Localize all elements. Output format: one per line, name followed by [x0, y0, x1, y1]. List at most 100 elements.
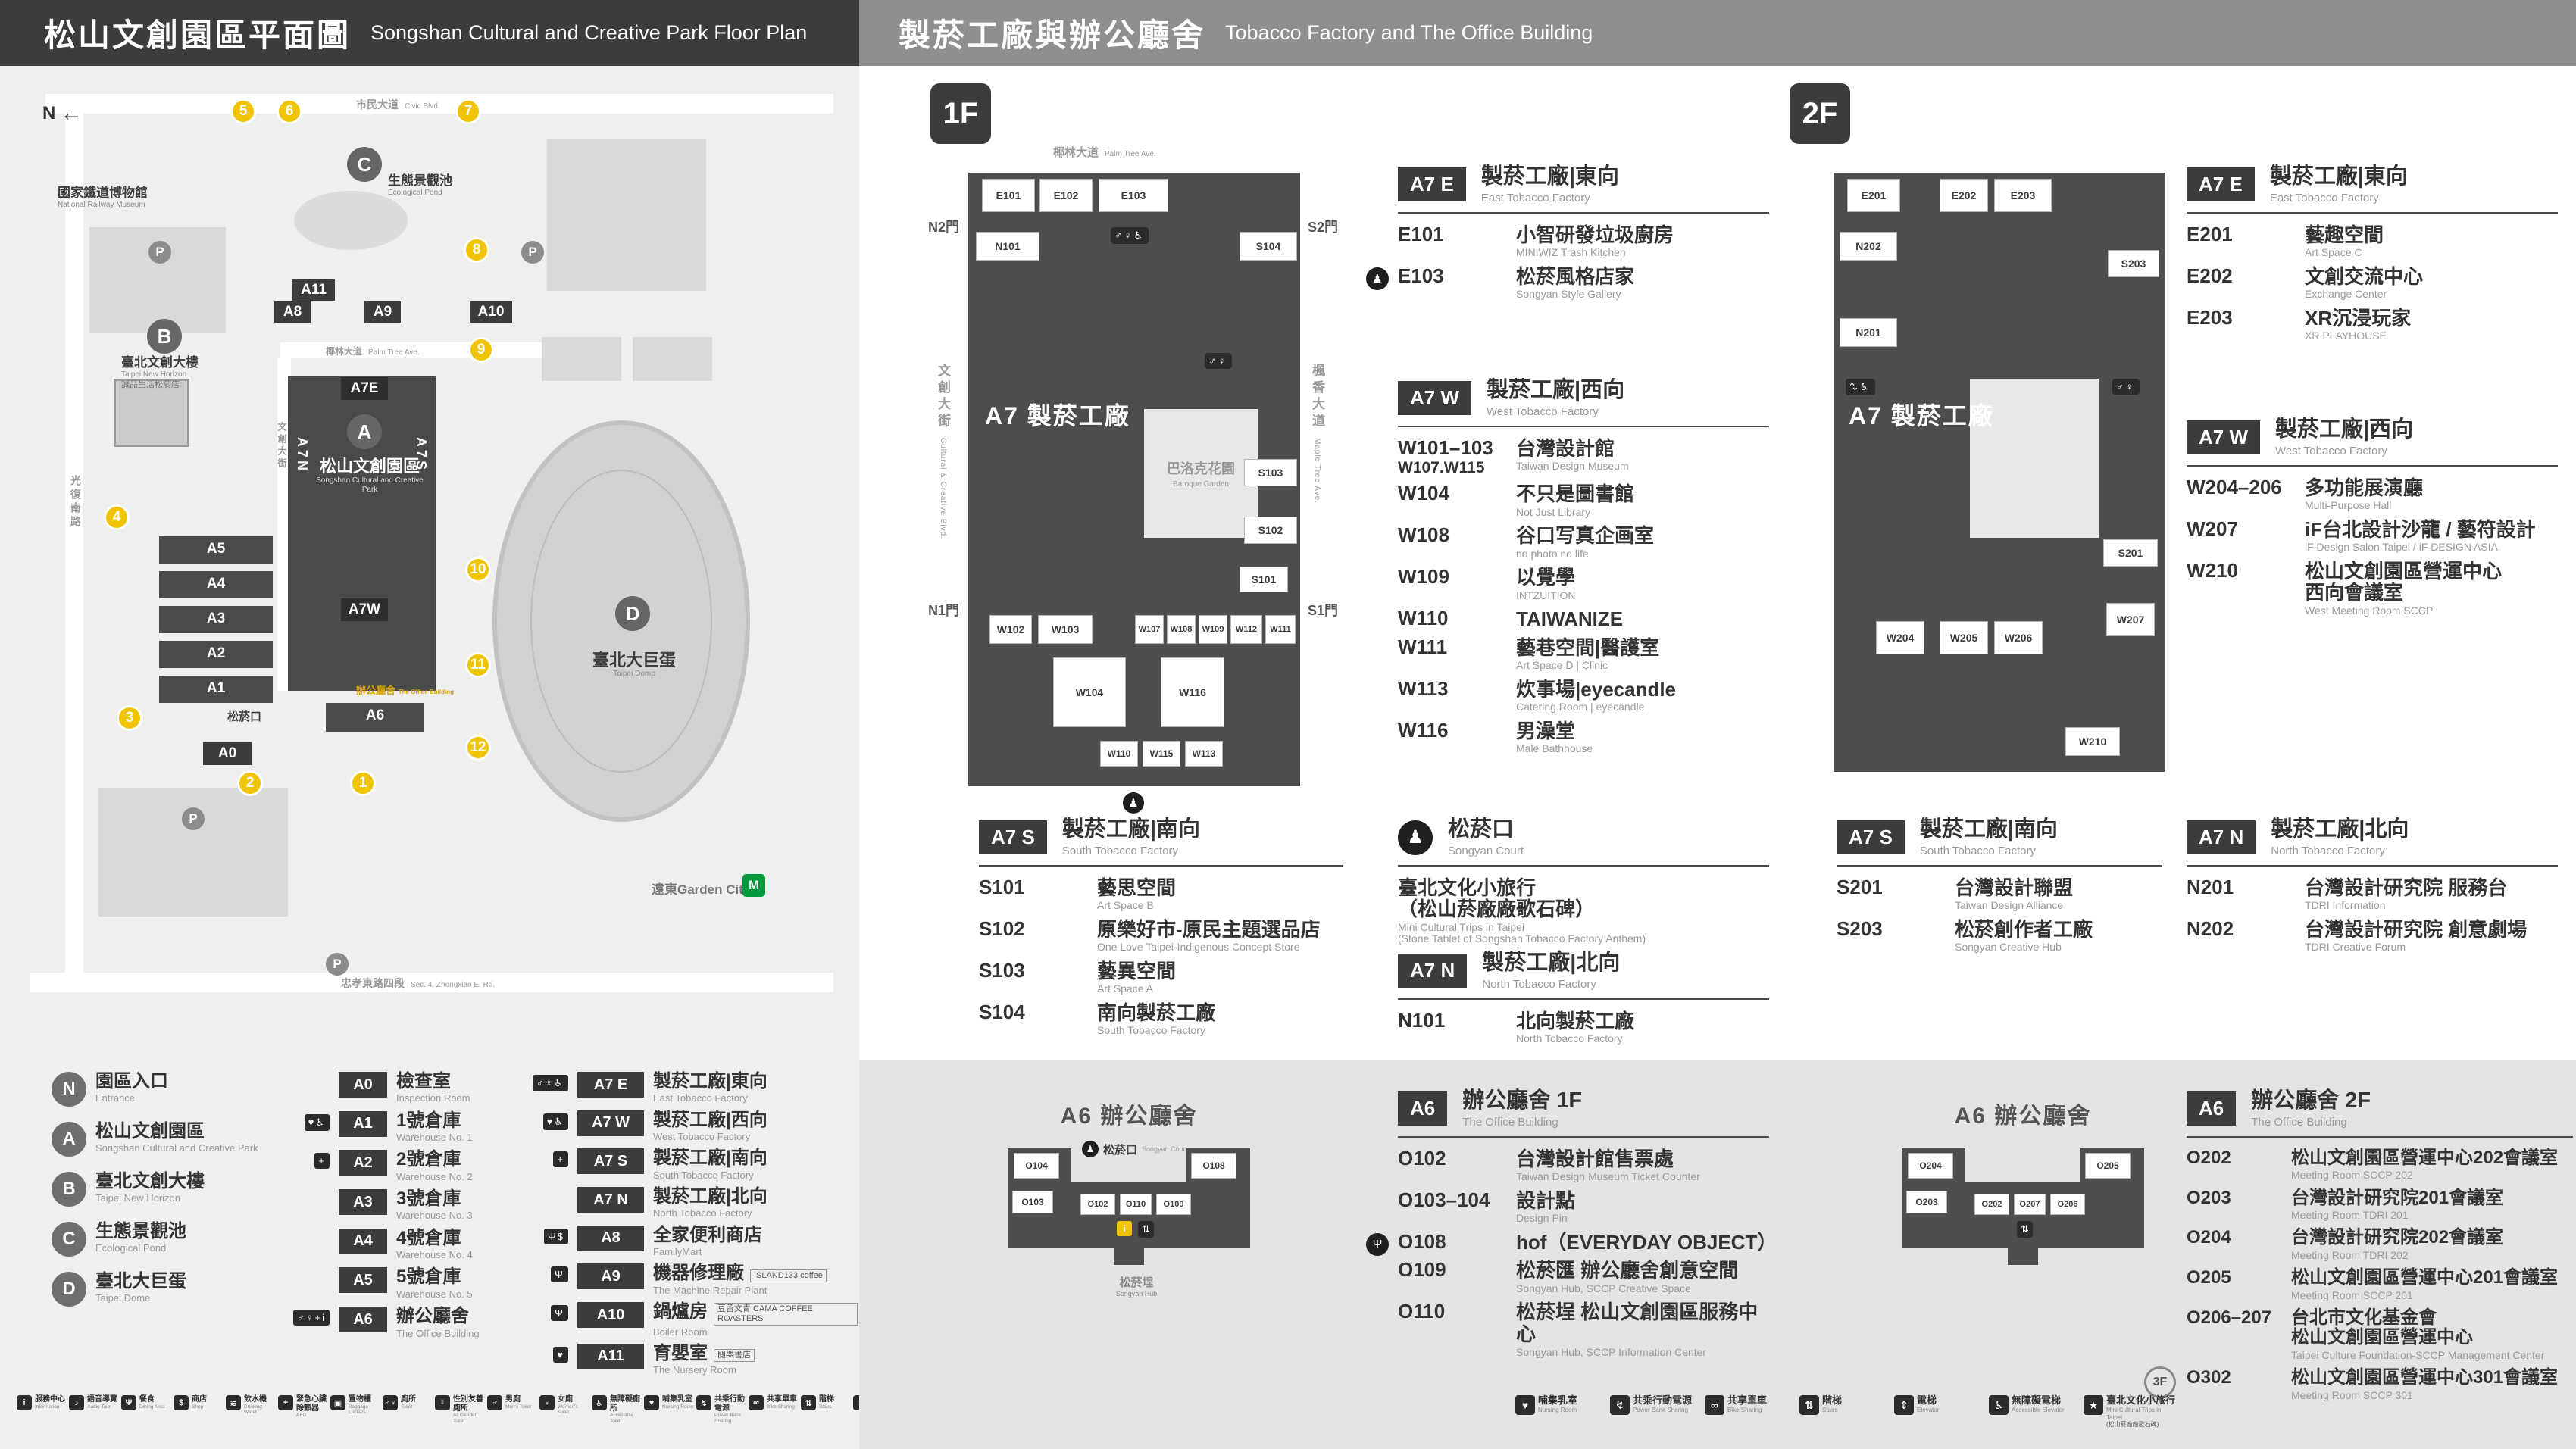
- legend-building-text: 育嬰室閱樂書店 The Nursery Room: [653, 1343, 755, 1376]
- facility-icon: i: [17, 1395, 32, 1410]
- legend-building-text: 製菸工廠|南向 South Tobacco Factory: [653, 1148, 767, 1181]
- facility-labels: 飲水機 Drinking Water: [244, 1395, 267, 1416]
- plan2f-room-n201: N201: [1840, 318, 1897, 347]
- facility-labels: 性別友善廁所 All Gender Toilet: [453, 1395, 483, 1424]
- parking-icon: P: [182, 807, 205, 830]
- plan1f-room-s102: S102: [1244, 517, 1297, 544]
- room-row: ♟ E103 松菸風格店家 Songyan Style Gallery: [1366, 265, 1769, 301]
- facility-item: ⇅ 階梯 Stairs: [801, 1395, 851, 1410]
- facility-icon: ★: [2084, 1395, 2103, 1415]
- room-name: 不只是圖書館 Not Just Library: [1516, 482, 1635, 518]
- plan2f-room-w205: W205: [1940, 621, 1988, 654]
- legend-building-row: A4 4號倉庫 Warehouse No. 4: [270, 1227, 480, 1261]
- facility-labels: 廁所 Toilet: [401, 1395, 416, 1410]
- legend-building-row: A3 3號倉庫 Warehouse No. 3: [270, 1188, 480, 1222]
- room-facility-icon: ♟: [1366, 267, 1389, 290]
- legend-place-text: 園區入口 Entrance: [95, 1071, 168, 1104]
- facility-icon: ⇅: [801, 1395, 816, 1410]
- room-code: W104: [1398, 482, 1449, 505]
- room-row: W210 松山文創園區營運中心 西向會議室 West Meeting Room …: [2187, 560, 2558, 617]
- plan1f-building-title: A7 製菸工廠: [985, 402, 1130, 429]
- walking-person-icon: ♟: [1082, 1141, 1099, 1157]
- map-entrance-7: 7: [455, 98, 481, 124]
- place-circle-c: C: [347, 147, 382, 182]
- plan1f-songyan-court-icon: ♟: [1123, 792, 1144, 814]
- legend-place-row: C 生態景觀池 Ecological Pond: [52, 1221, 258, 1257]
- facility-labels: 無障礙電梯 Accessible Elevator: [2012, 1394, 2065, 1413]
- legend-building-badge: A5: [339, 1267, 387, 1294]
- road-palm-ave: [280, 342, 599, 358]
- facility-item: ↯ 共乘行動電源 Power Bank Sharing: [696, 1395, 746, 1425]
- facility-item: ♂ 男廁 Men's Toilet: [487, 1395, 537, 1410]
- legend-facility-icons: ♥♿: [304, 1113, 330, 1131]
- room-code: W110: [1398, 607, 1449, 630]
- legend-building-text: 4號倉庫 Warehouse No. 4: [396, 1227, 473, 1261]
- legend-place-badge: B: [52, 1172, 86, 1207]
- office1f-room-o104: O104: [1014, 1153, 1059, 1179]
- warehouse-a3: [159, 606, 273, 633]
- room-name: 台灣設計館售票處 Taiwan Design Museum Ticket Cou…: [1516, 1147, 1700, 1183]
- facility-item: i 服務中心 Information: [17, 1395, 67, 1410]
- place-circle-b: B: [147, 319, 182, 354]
- road-civic-blvd: [45, 94, 833, 114]
- facility-labels: 共乘行動電源 Power Bank Sharing: [1633, 1394, 1693, 1413]
- room-code: W207: [2187, 517, 2238, 540]
- facility-labels: 哺集乳室 Nursing Room: [662, 1395, 694, 1410]
- facility-labels: 共乘行動電源 Power Bank Sharing: [714, 1395, 745, 1424]
- room-code: W111: [1398, 635, 1448, 658]
- plan1f-room-w104: W104: [1053, 657, 1126, 727]
- legend-building-text: 鍋爐房豆留文青 CAMA COFFEE ROASTERS Boiler Room: [653, 1301, 858, 1338]
- room-name: 文創交流中心 Exchange Center: [2305, 264, 2424, 301]
- room-name: 原樂好市-原民主題選品店 One Love Taipei-Indigenous …: [1097, 917, 1321, 954]
- legend-building-badge: A1: [339, 1110, 387, 1137]
- plan1f-toilet-icons-right: ♂♀: [1205, 353, 1232, 369]
- songyan-court-label: 松菸口: [227, 710, 262, 723]
- legend-building-text: 檢查室 Inspection Room: [396, 1071, 470, 1104]
- room-name: 谷口写真企画室 no photo no life: [1516, 524, 1655, 560]
- legend-place-badge: N: [52, 1072, 86, 1107]
- map-tag-a7s: A7S: [414, 437, 429, 473]
- office1f-stub: [1114, 1248, 1144, 1265]
- plan1f-gate-s1: S1門: [1308, 603, 1339, 618]
- legend-icons-slot: ♥♿: [270, 1111, 330, 1131]
- room-row: S104 南向製菸工廠 South Tobacco Factory: [979, 1001, 1343, 1037]
- room-row: W116 男澡堂 Male Bathhouse: [1398, 720, 1769, 755]
- court-row: 臺北文化小旅行 （松山菸廠廠歌石碑） Mini Cultural Trips i…: [1398, 877, 1769, 945]
- map-entrance-2: 2: [237, 770, 263, 796]
- room-code: O102: [1398, 1146, 1446, 1170]
- plan1f-room-e101: E101: [982, 179, 1035, 212]
- legend-icons-slot: Ψ: [509, 1302, 568, 1322]
- room-code: E202: [2187, 264, 2233, 287]
- room-row: S103 藝異空間 Art Space A: [979, 960, 1343, 995]
- room-name: 台灣設計聯盟 Taiwan Design Alliance: [1955, 876, 2074, 912]
- legend-building-badge: A4: [339, 1228, 387, 1254]
- legend-place-badge: A: [52, 1122, 86, 1157]
- map-tag-a4: A4: [206, 576, 226, 592]
- legend-place-row: B 臺北文創大樓 Taipei New Horizon: [52, 1171, 258, 1207]
- parking-icon: P: [326, 953, 349, 976]
- room-name: 多功能展演廳 Multi-Purpose Hall: [2305, 476, 2424, 512]
- room-row: Ψ O108 hof（EVERYDAY OBJECT）: [1366, 1231, 1777, 1256]
- legend-facility-icons: ♂♀♿: [532, 1075, 568, 1091]
- street-guangfu: 光復南路: [70, 475, 82, 529]
- room-code: W204–206: [2187, 475, 2282, 498]
- facility-item: Ψ 餐食 Dining Area: [121, 1395, 171, 1410]
- facility-icon: ♂♀: [383, 1395, 398, 1410]
- room-row: O206–207 台北市文化基金會 松山文創園區營運中心 Taipei Cult…: [2187, 1307, 2573, 1361]
- map-tag-a1: A1: [206, 680, 226, 696]
- map-entrance-12: 12: [465, 735, 491, 760]
- small-block-2: [633, 337, 712, 381]
- office2f-plan-title: A6 辦公廳舍: [1954, 1104, 2092, 1129]
- legend-building-badge: A7 S: [577, 1148, 644, 1175]
- room-row: N101 北向製菸工廠 North Tobacco Factory: [1398, 1010, 1769, 1045]
- room-row: E101 小智研發垃圾廚房 MINIWIZ Trash Kitchen: [1398, 223, 1769, 259]
- legend-building-row: Ψ A10 鍋爐房豆留文青 CAMA COFFEE ROASTERS Boile…: [509, 1301, 858, 1338]
- plan1f-room-e103: E103: [1099, 179, 1168, 212]
